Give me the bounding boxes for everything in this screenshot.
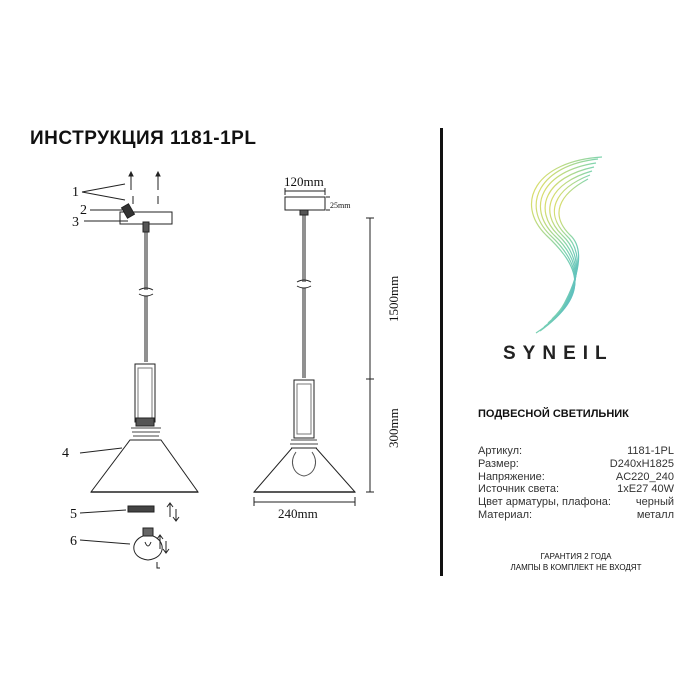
- spec-row: Источник света: 1xE27 40W: [478, 483, 674, 496]
- part-number-3: 3: [72, 215, 79, 230]
- brand-name: SYNEIL: [503, 343, 614, 364]
- part-number-1: 1: [72, 185, 79, 200]
- spec-row: Материал: металл: [478, 509, 674, 522]
- spec-label: Размер:: [478, 457, 519, 470]
- brand-logo: [530, 156, 603, 334]
- shade-diameter-label: 240mm: [278, 506, 318, 521]
- spec-row: Артикул: 1181-1PL: [478, 445, 674, 458]
- spec-value: черный: [635, 496, 674, 509]
- spec-label: Артикул:: [478, 445, 523, 457]
- part-number-6: 6: [70, 534, 77, 549]
- technical-drawing: 1 2 3 4 5 6 120mm 25mm 240mm 1500mm 300m…: [62, 170, 401, 569]
- bulbs-not-included-line: ЛАМПЫ В КОМПЛЕКТ НЕ ВХОДЯТ: [510, 563, 642, 572]
- canopy-height-label: 25mm: [330, 201, 351, 210]
- part-number-2: 2: [80, 203, 87, 218]
- divider: [440, 128, 443, 576]
- total-height-label: 1500mm: [386, 276, 401, 322]
- spec-label: Цвет арматуры, плафона:: [478, 496, 611, 509]
- spec-value: металл: [636, 508, 674, 521]
- warranty-note: ГАРАНТИЯ 2 ГОДА ЛАМПЫ В КОМПЛЕКТ НЕ ВХОД…: [478, 551, 674, 573]
- spec-value: 1xE27 40W: [617, 483, 674, 496]
- canopy-width-label: 120mm: [284, 174, 324, 189]
- spec-label: Материал:: [478, 508, 533, 521]
- lamp-height-label: 300mm: [386, 408, 401, 448]
- spec-value: D240xH1825: [609, 457, 674, 470]
- spec-label: Напряжение:: [478, 470, 545, 483]
- part-number-5: 5: [70, 507, 77, 522]
- spec-row: Цвет арматуры, плафона: черный: [478, 496, 674, 509]
- warranty-line: ГАРАНТИЯ 2 ГОДА: [540, 552, 612, 561]
- spec-table: Артикул: 1181-1PL Размер: D240xH1825 Напря…: [478, 445, 674, 522]
- spec-row: Размер: D240xH1825: [478, 458, 674, 471]
- spec-row: Напряжение: AC220_240: [478, 471, 674, 484]
- screw-icon: [128, 170, 161, 204]
- spec-label: Источник света:: [478, 483, 560, 496]
- spec-value: AC220_240: [615, 470, 674, 483]
- document-title: ИНСТРУКЦИЯ 1181-1PL: [30, 128, 257, 149]
- spec-value: 1181-1PL: [627, 445, 674, 457]
- product-type: ПОДВЕСНОЙ СВЕТИЛЬНИК: [478, 408, 629, 420]
- part-number-4: 4: [62, 446, 69, 461]
